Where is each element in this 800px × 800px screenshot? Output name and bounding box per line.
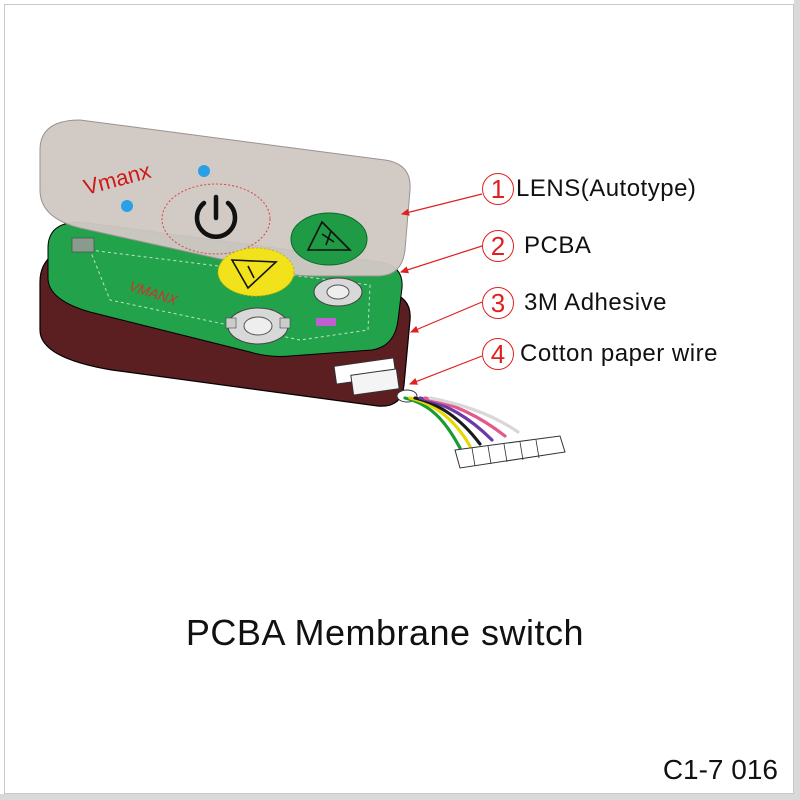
layer-number-1: 1 bbox=[482, 173, 514, 205]
power-button bbox=[161, 183, 271, 255]
minus-button bbox=[217, 247, 295, 297]
product-code: C1-7 016 bbox=[662, 754, 778, 785]
layer-number-2: 2 bbox=[482, 230, 514, 262]
pcb-trace bbox=[89, 249, 371, 341]
led-indicator-1 bbox=[198, 165, 210, 177]
layer-label-3: 3 3M Adhesive bbox=[482, 287, 667, 319]
layer-name-4: Cotton paper wire bbox=[520, 340, 718, 367]
minus-triangle-icon bbox=[230, 259, 278, 290]
pcb-resistor bbox=[316, 318, 336, 326]
callout-arrow-3 bbox=[409, 301, 483, 333]
frame-edge-bottom bbox=[0, 794, 800, 800]
led-indicator-2 bbox=[121, 200, 133, 212]
layer-label-1: 1 LENS(Autotype) bbox=[482, 173, 696, 205]
layer-label-2: 2 PCBA bbox=[482, 230, 591, 262]
image-frame bbox=[4, 4, 794, 794]
power-icon bbox=[194, 194, 238, 239]
plus-triangle-icon bbox=[306, 220, 352, 251]
layer-name-3: 3M Adhesive bbox=[524, 289, 667, 316]
wire-terminal bbox=[454, 435, 566, 469]
frame-edge-right bbox=[794, 0, 800, 800]
callout-arrow-2 bbox=[399, 245, 483, 274]
pcb-chip bbox=[71, 237, 95, 253]
layer-number-3: 3 bbox=[482, 287, 514, 319]
plus-button bbox=[290, 212, 368, 266]
layer-name-1: LENS(Autotype) bbox=[516, 175, 697, 202]
diagram-caption: PCBA Membrane switch bbox=[185, 612, 585, 653]
layer-number-4: 4 bbox=[482, 338, 514, 370]
metal-dome-left bbox=[225, 307, 291, 345]
metal-dome-right bbox=[313, 277, 363, 307]
ribbon-wires bbox=[403, 396, 520, 450]
layer-label-4: 4 Cotton paper wire bbox=[482, 338, 718, 370]
callout-arrow-1 bbox=[400, 193, 483, 216]
wire-connector bbox=[333, 357, 418, 403]
layer-name-2: PCBA bbox=[524, 232, 592, 259]
callout-arrow-4 bbox=[408, 355, 483, 385]
